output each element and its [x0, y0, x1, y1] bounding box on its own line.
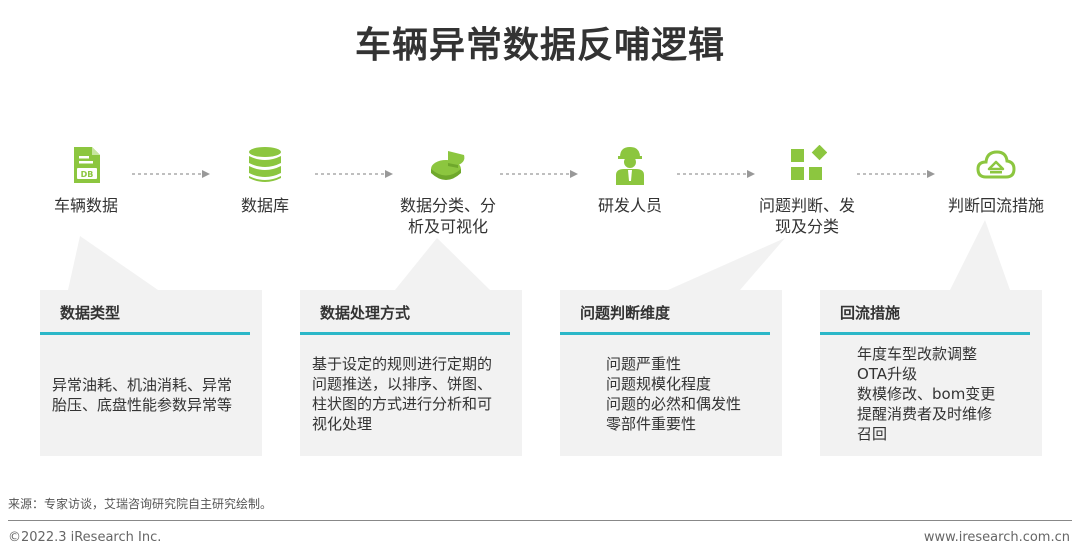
callout-pointers: [68, 220, 1010, 290]
card-heading: 数据处理方式: [320, 304, 411, 322]
step-database: 数据库: [190, 145, 340, 216]
category-grid-icon: [791, 145, 827, 180]
card-heading-bar: [300, 332, 510, 335]
card-line: 年度车型改款调整: [857, 345, 978, 363]
step-classify-analyze: 数据分类、分析及可视化: [373, 145, 523, 237]
card-line: 提醒消费者及时维修: [857, 405, 993, 423]
card-return-measures: 回流措施 年度车型改款调整 OTA升级 数模修改、bom变更 提醒消费者及时维修…: [820, 290, 1042, 456]
card-body: 年度车型改款调整 OTA升级 数模修改、bom变更 提醒消费者及时维修 召回: [857, 344, 995, 444]
step-rd-staff: 研发人员: [555, 145, 705, 216]
card-heading: 数据类型: [60, 304, 121, 322]
step-label: 车辆数据: [53, 196, 118, 215]
card-data-types: 数据类型 异常油耗、机油消耗、异常 胎压、底盘性能参数异常等: [40, 290, 262, 456]
card-line: 胎压、底盘性能参数异常等: [52, 396, 233, 414]
card-line: 问题推送，以排序、饼图、: [312, 375, 493, 393]
callout-pointer-3: [668, 238, 785, 290]
card-heading: 回流措施: [840, 304, 901, 322]
copyright: ©2022.3 iResearch Inc.: [8, 530, 162, 545]
page-title: 车辆异常数据反哺逻辑: [354, 25, 725, 66]
cloud-return-icon: [976, 150, 1016, 179]
callout-pointer-2: [395, 238, 490, 290]
engineer-icon: [616, 147, 644, 185]
card-line: 数模修改、bom变更: [857, 385, 996, 403]
pie-chart-icon: [431, 151, 465, 180]
card-heading: 问题判断维度: [580, 304, 671, 322]
card-line: 召回: [857, 425, 888, 443]
card-line: 零部件重要性: [606, 415, 697, 433]
source-note: 来源：专家访谈，艾瑞咨询研究院自主研究绘制。: [8, 497, 273, 511]
flow-arrow: [677, 170, 755, 178]
step-return-measures: 判断回流措施: [921, 145, 1071, 216]
card-body: 问题严重性 问题规模化程度 问题的必然和偶发性 零部件重要性: [606, 354, 741, 434]
step-label: 数据分类、分析及可视化: [399, 196, 496, 236]
database-icon: [249, 147, 281, 182]
card-heading-bar: [820, 332, 1030, 335]
card-body: 基于设定的规则进行定期的 问题推送，以排序、饼图、 柱状图的方式进行分析和可 视…: [312, 354, 492, 434]
step-label: 研发人员: [597, 196, 662, 215]
step-label: 数据库: [240, 196, 289, 215]
db-document-icon: DB: [74, 147, 100, 183]
step-vehicle-data: DB 车辆数据: [11, 145, 161, 216]
card-line: 问题规模化程度: [606, 375, 712, 393]
flow-arrow: [500, 170, 578, 178]
card-line: 柱状图的方式进行分析和可: [312, 395, 493, 413]
card-line: 异常油耗、机油消耗、异常: [52, 376, 233, 394]
card-line: 视化处理: [312, 415, 373, 433]
footer-divider: [8, 520, 1072, 521]
card-line: 问题严重性: [606, 355, 682, 373]
step-label: 判断回流措施: [947, 196, 1044, 215]
card-heading-bar: [40, 332, 250, 335]
card-processing-methods: 数据处理方式 基于设定的规则进行定期的 问题推送，以排序、饼图、 柱状图的方式进…: [300, 290, 522, 456]
card-judgment-dimensions: 问题判断维度 问题严重性 问题规模化程度 问题的必然和偶发性 零部件重要性: [560, 290, 782, 456]
card-body: 异常油耗、机油消耗、异常 胎压、底盘性能参数异常等: [52, 375, 232, 415]
flow-arrow: [315, 170, 393, 178]
card-line: 问题的必然和偶发性: [606, 395, 742, 413]
flow-arrow: [857, 170, 935, 178]
db-icon-text: DB: [81, 170, 94, 179]
step-judge-discover: 问题判断、发现及分类: [732, 145, 882, 237]
callout-pointer-1: [68, 236, 158, 290]
card-line: OTA升级: [857, 365, 918, 383]
card-heading-bar: [560, 332, 770, 335]
step-label: 问题判断、发现及分类: [758, 196, 855, 236]
callout-pointer-4: [950, 220, 1010, 290]
website-link[interactable]: www.iresearch.com.cn: [923, 530, 1070, 545]
card-line: 基于设定的规则进行定期的: [312, 355, 493, 373]
flow-arrow: [132, 170, 210, 178]
